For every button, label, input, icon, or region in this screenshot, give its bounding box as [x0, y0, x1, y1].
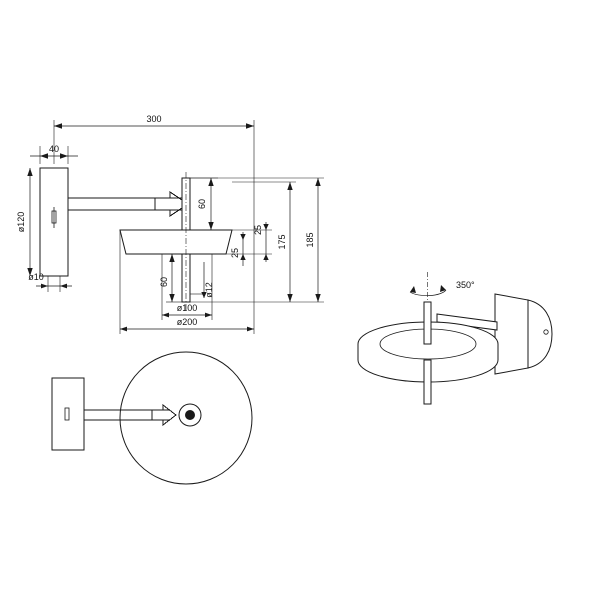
arrow-left-40: [40, 153, 48, 159]
dimension-height-175: 175: [232, 181, 296, 302]
mount-hole-front: [64, 407, 70, 421]
rotation-label: 350°: [456, 280, 475, 290]
dimension-shade-diameter: ø200: [119, 230, 255, 334]
dimension-overall-length: 300: [53, 114, 255, 230]
dimension-height-185: 185: [190, 177, 324, 303]
arrow-top-d120: [27, 168, 33, 176]
perspective-rotation-view: 350°: [357, 272, 553, 405]
arrow-bottom-175: [287, 294, 293, 302]
arrow-left-d10: [41, 283, 48, 289]
dimension-stem-diameter: ø12: [190, 262, 214, 298]
dimension-inner-plate: ø100: [161, 254, 213, 320]
rotation-arrow-right: [440, 285, 446, 292]
arrow-left-300: [54, 123, 62, 129]
perspective-stem: [423, 359, 432, 405]
arrow-left-d200: [120, 326, 127, 332]
dimension-backplate-width: 40: [30, 144, 78, 164]
perspective-backplate-face: [494, 293, 529, 375]
arrow-top-60a: [208, 178, 214, 186]
dim-label-60b: 60: [159, 277, 169, 287]
arrow-bottom-25b: [240, 254, 246, 260]
arrow-right-40: [60, 153, 68, 159]
front-elevation-view: [51, 351, 253, 485]
arrow-right-d200: [247, 326, 254, 332]
rotation-arc-icon: [409, 285, 447, 297]
dim-label-60a: 60: [197, 199, 207, 209]
dim-label-175: 175: [277, 234, 287, 249]
dim-label-25b: 25: [230, 248, 240, 258]
arrow-top-175: [287, 182, 293, 190]
dim-label-25a: 25: [253, 225, 263, 235]
arrow-top-25a: [263, 224, 269, 230]
shade-body-side: [119, 229, 233, 255]
arm-joint-tip: [154, 191, 189, 217]
dimension-arm-drop: 60: [190, 177, 218, 231]
dim-label-d10: ø10: [28, 272, 44, 282]
arrow-d12: [201, 292, 207, 298]
arrow-right-300: [246, 123, 254, 129]
arrow-top-25b: [240, 234, 246, 240]
dim-label-d12: ø12: [204, 282, 214, 298]
dim-label-185: 185: [305, 232, 315, 247]
arrow-left-d100: [162, 312, 169, 318]
dimension-mount-hole: ø10: [28, 272, 72, 292]
arrow-bottom-185: [315, 294, 321, 302]
arrow-bottom-25a: [263, 254, 269, 260]
dimension-shade-offset: 25: [230, 232, 246, 266]
dimension-backplate-diameter: ø120: [16, 168, 33, 276]
rotation-arrow-left: [410, 286, 416, 293]
side-elevation-view: 300 40 ø120: [16, 114, 324, 334]
arrow-bottom-60b: [169, 294, 175, 302]
arrow-right-d10: [60, 283, 67, 289]
backplate-front: [51, 377, 85, 451]
arrow-bottom-d120: [27, 268, 33, 276]
dim-label-300: 300: [146, 114, 161, 124]
dim-label-40: 40: [49, 144, 59, 154]
arrow-right-d100: [205, 312, 212, 318]
perspective-mount-hole: [543, 329, 549, 335]
dim-label-d100: ø100: [177, 303, 198, 313]
perspective-backplate-cap: [527, 299, 553, 369]
perspective-arm: [436, 313, 498, 331]
rotation-arc: [409, 289, 447, 297]
dim-label-d200: ø200: [177, 317, 198, 327]
dim-label-d120: ø120: [16, 212, 26, 233]
dimension-shade-thickness: 25: [226, 222, 272, 262]
arrow-bottom-60a: [208, 222, 214, 230]
dimension-stem-length: 60: [159, 253, 182, 303]
hub-inner-front: [185, 410, 195, 420]
perspective-upper-post: [423, 301, 432, 345]
arrow-top-60b: [169, 254, 175, 262]
arrow-top-185: [315, 178, 321, 186]
arm-joint-front: [151, 403, 177, 427]
